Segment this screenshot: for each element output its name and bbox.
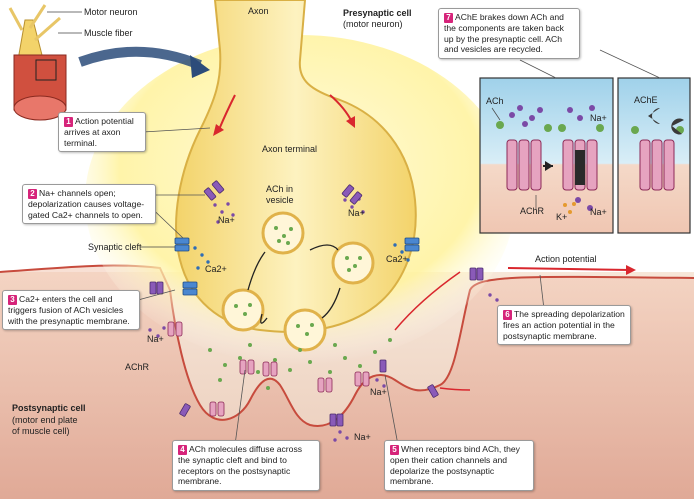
na-label-5: Na+	[370, 387, 387, 397]
step-1-badge: 1	[64, 117, 73, 127]
action-potential-label: Action potential	[535, 254, 597, 264]
achr-receptors	[167, 321, 370, 417]
step-5-text: When receptors bind ACh, they open their…	[390, 444, 520, 487]
step-4-badge: 4	[178, 445, 187, 455]
vesicle-group	[221, 211, 375, 352]
overview-inset	[8, 4, 210, 121]
muscle-action-potential-arrow	[507, 267, 631, 271]
na-label-1: Na+	[218, 215, 235, 225]
inset-na-label-1: Na+	[590, 113, 607, 123]
step-2-text: Na+ channels open; depolarization causes…	[28, 188, 145, 220]
muscle-fiber-label: Muscle fiber	[84, 28, 133, 38]
inset-k-label: K+	[556, 212, 567, 222]
ca-channels	[174, 237, 420, 296]
presynaptic-sub: (motor neuron)	[343, 19, 403, 29]
axon-terminal-label: Axon terminal	[262, 144, 317, 154]
na-channels	[149, 180, 484, 427]
inset-ache-label: AChE	[634, 95, 658, 105]
step-2-badge: 2	[28, 189, 37, 199]
postsynaptic-title: Postsynaptic cell	[12, 403, 86, 413]
step-6-badge: 6	[503, 310, 512, 320]
step-5-badge: 5	[390, 445, 399, 455]
postsynaptic-sub1: (motor end plate	[12, 415, 78, 425]
step-4-text: ACh molecules diffuse across the synapti…	[178, 444, 303, 487]
na-label-3: Na+	[147, 334, 164, 344]
step-3-badge: 3	[8, 295, 17, 305]
inset-ach-label: ACh	[486, 96, 504, 106]
na-label-4: Na+	[354, 432, 371, 442]
synaptic-cleft-label: Synaptic cleft	[88, 242, 142, 252]
step-6-text: The spreading depolarization fires an ac…	[503, 309, 625, 341]
inset-achr-label: AChR	[520, 206, 545, 216]
ca-label-2: Ca2+	[386, 254, 408, 264]
postsynaptic-sub2: of muscle cell)	[12, 426, 70, 436]
step-7-badge: 7	[444, 13, 453, 23]
step-3-text: Ca2+ enters the cell and triggers fusion…	[8, 294, 130, 326]
ach-molecules	[208, 338, 392, 392]
axon-label: Axon	[248, 6, 269, 16]
achr-label-main: AChR	[125, 362, 150, 372]
na-label-2: Na+	[348, 208, 365, 218]
receptor-insets	[479, 49, 691, 234]
presynaptic-title: Presynaptic cell	[343, 8, 412, 18]
inset-na-label-2: Na+	[590, 207, 607, 217]
motor-neuron-label: Motor neuron	[84, 7, 138, 17]
step-1-text: Action potential arrives at axon termina…	[64, 116, 134, 148]
ca-label-1: Ca2+	[205, 264, 227, 274]
step-7-text: AChE brakes down ACh and the components …	[444, 12, 564, 55]
